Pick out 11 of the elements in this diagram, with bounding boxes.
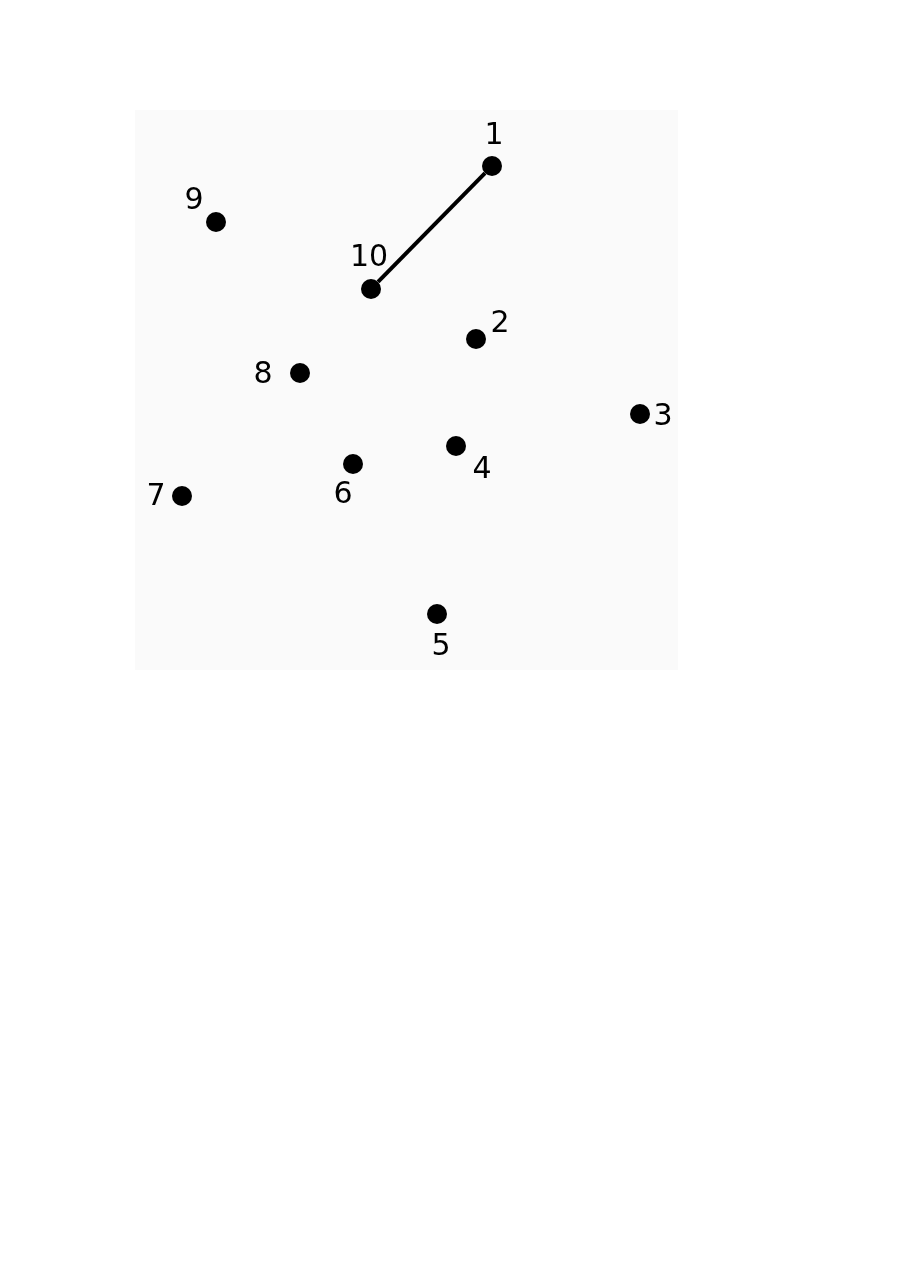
dot-number: 5	[431, 630, 451, 660]
connecting-line	[376, 171, 487, 284]
dot-number: 10	[349, 241, 389, 271]
dot-number: 2	[490, 307, 510, 337]
dot-number: 4	[472, 453, 492, 483]
dot-number: 1	[484, 119, 504, 149]
dot-number: 8	[253, 358, 273, 388]
dot-number: 7	[146, 480, 166, 510]
dot-number: 9	[184, 184, 204, 214]
dot-number: 6	[333, 478, 353, 508]
dot-number: 3	[653, 400, 673, 430]
